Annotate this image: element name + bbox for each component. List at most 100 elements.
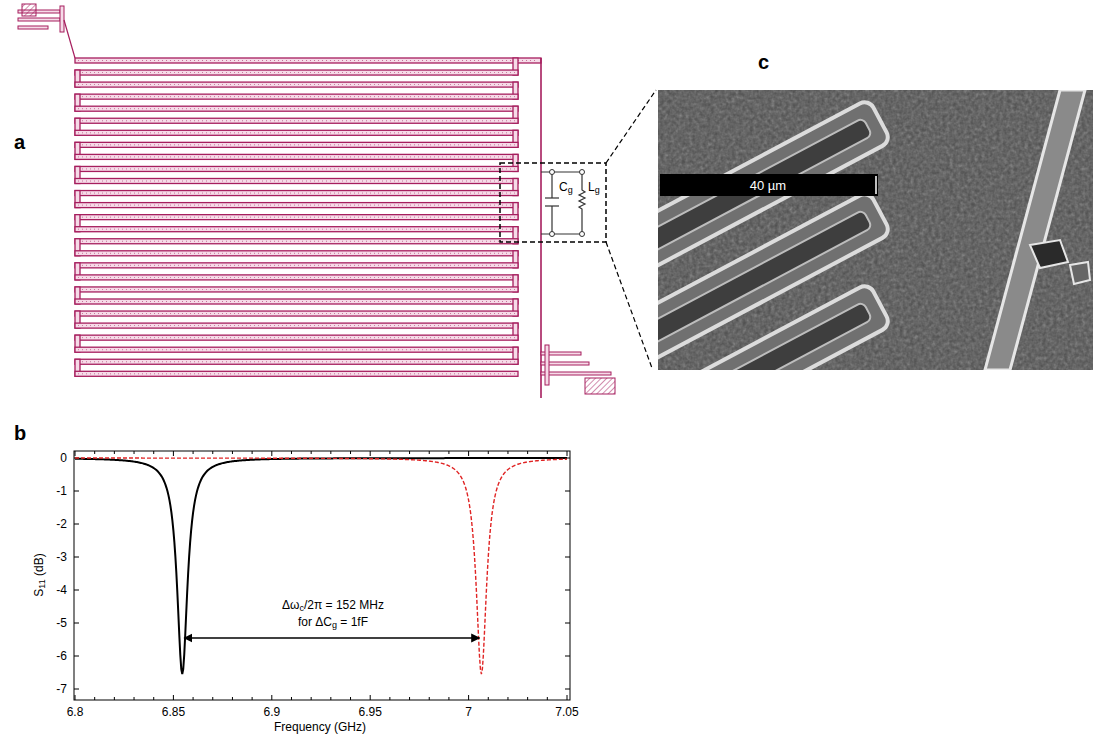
x-tick bbox=[567, 451, 568, 456]
trace-dots bbox=[78, 289, 515, 290]
meander-trace bbox=[75, 239, 518, 244]
panel-letter: a bbox=[14, 132, 25, 152]
trace-dots bbox=[78, 205, 515, 206]
y-tick bbox=[74, 557, 79, 558]
panel-letter: c bbox=[758, 52, 769, 72]
inductor-symbol bbox=[579, 172, 585, 234]
trace-dots bbox=[78, 337, 515, 338]
tick-label: -3 bbox=[56, 551, 67, 563]
trace-dots bbox=[78, 277, 515, 278]
meander-trace bbox=[75, 94, 518, 99]
tick-label: 7.05 bbox=[555, 706, 578, 718]
circuit-node bbox=[550, 232, 555, 237]
zoom-box bbox=[500, 163, 606, 242]
finger-body bbox=[658, 283, 891, 370]
finger-gap bbox=[658, 302, 872, 370]
y-tick bbox=[74, 656, 79, 657]
trace-dots bbox=[78, 253, 515, 254]
zoom-leader bbox=[606, 242, 652, 368]
tick-label: -7 bbox=[56, 683, 67, 695]
circuit-wire bbox=[541, 171, 582, 172]
trace-dots bbox=[78, 132, 515, 133]
x-tick bbox=[173, 695, 174, 700]
x-tick bbox=[173, 451, 174, 456]
annotation: Δωc/2π = 152 MHz bbox=[282, 599, 384, 613]
tick-label: 0 bbox=[60, 452, 67, 464]
x-tick bbox=[271, 451, 272, 456]
pad-hatch bbox=[22, 4, 36, 16]
circuit-node bbox=[580, 232, 585, 237]
tick-label: -4 bbox=[56, 584, 67, 596]
x-tick bbox=[271, 695, 272, 700]
trace-dots bbox=[78, 193, 515, 194]
y-tick bbox=[565, 590, 570, 591]
meander-trace bbox=[75, 191, 518, 196]
meander-trace bbox=[75, 227, 518, 232]
circuit-wire bbox=[545, 205, 559, 206]
component-label: Cg bbox=[559, 181, 573, 195]
meander-trace bbox=[75, 251, 518, 256]
circuit-wire bbox=[551, 206, 552, 234]
pad-wire bbox=[64, 20, 75, 58]
meander-trace bbox=[75, 70, 518, 75]
pad-bar bbox=[60, 6, 64, 32]
meander-trace bbox=[75, 359, 518, 364]
pad-bar bbox=[545, 345, 549, 385]
plot-frame bbox=[74, 451, 570, 700]
pad-hatch bbox=[585, 378, 615, 394]
trace-dots bbox=[78, 120, 515, 121]
junction-pad bbox=[1070, 262, 1090, 284]
circuit-node bbox=[550, 170, 555, 175]
meander-trace bbox=[75, 166, 518, 171]
scale-tick bbox=[875, 176, 877, 194]
meander-trace bbox=[75, 311, 518, 316]
y-tick bbox=[74, 689, 79, 690]
y-tick bbox=[565, 656, 570, 657]
trace-dots bbox=[78, 181, 515, 182]
scale-bar bbox=[660, 174, 878, 196]
tick-label: 6.9 bbox=[263, 706, 280, 718]
trace-dots bbox=[78, 144, 515, 145]
circuit-wire bbox=[551, 172, 552, 198]
trace-dots bbox=[78, 156, 515, 157]
y-tick bbox=[74, 623, 79, 624]
tick-label: -2 bbox=[56, 518, 67, 530]
feed-strip bbox=[985, 90, 1085, 370]
y-tick bbox=[74, 590, 79, 591]
axis-title: S11 (dB) bbox=[33, 553, 47, 596]
y-tick bbox=[565, 689, 570, 690]
panel-letter: b bbox=[14, 423, 26, 443]
pad-line bbox=[18, 18, 60, 21]
x-tick bbox=[468, 695, 469, 700]
trace-dots bbox=[78, 265, 515, 266]
zoom-region bbox=[500, 90, 656, 368]
y-tick bbox=[565, 524, 570, 525]
scale-label: 40 µm bbox=[750, 179, 786, 192]
tick-label: -6 bbox=[56, 650, 67, 662]
annotation: for ΔCg = 1fF bbox=[298, 616, 368, 630]
meander-trace bbox=[75, 82, 518, 87]
component-label: Lg bbox=[588, 181, 600, 195]
y-tick bbox=[565, 623, 570, 624]
circuit-node bbox=[580, 170, 585, 175]
tick-label: -5 bbox=[56, 617, 67, 629]
meander-trace bbox=[75, 275, 518, 280]
meander-trace bbox=[75, 179, 518, 184]
trace-dots bbox=[78, 217, 515, 218]
trace-dots bbox=[78, 373, 515, 374]
trace-dots bbox=[78, 84, 515, 85]
meander-trace bbox=[75, 299, 518, 304]
meander-trace bbox=[75, 263, 518, 268]
circuit-wire bbox=[541, 233, 582, 234]
shift-arrow bbox=[184, 637, 479, 638]
trace-dots bbox=[78, 241, 515, 242]
pad-line bbox=[541, 372, 611, 375]
trace-dots bbox=[78, 60, 538, 61]
trace-dots bbox=[78, 361, 515, 362]
meander-trace bbox=[75, 323, 518, 328]
meander-trace bbox=[75, 142, 518, 147]
meander-trace bbox=[75, 371, 518, 376]
trace-dots bbox=[78, 349, 515, 350]
meander-layout bbox=[18, 4, 615, 398]
